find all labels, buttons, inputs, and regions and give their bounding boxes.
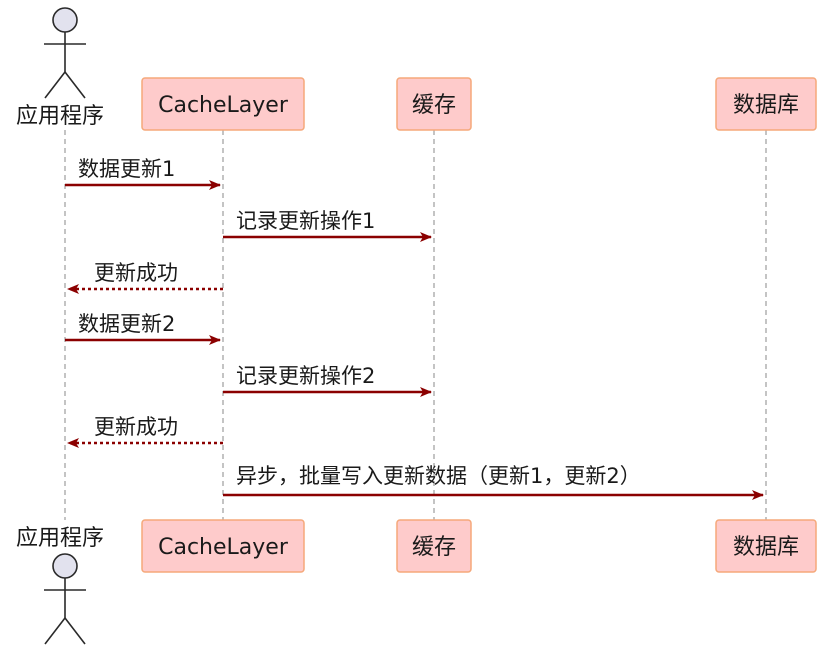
message-4: 数据更新2 [65, 312, 221, 345]
participant-cache-layer-top: CacheLayer [141, 77, 305, 131]
actor-app-top: 应用程序 [16, 7, 104, 129]
message-label: 更新成功 [94, 415, 178, 439]
message-5: 记录更新操作2 [223, 364, 432, 397]
message-label: 记录更新操作2 [236, 364, 375, 388]
message-label: 数据更新2 [78, 312, 175, 336]
participant-db-top: 数据库 [715, 77, 817, 131]
message-2: 记录更新操作1 [223, 209, 432, 242]
participant-db-bottom: 数据库 [715, 519, 817, 573]
participant-cache-bottom: 缓存 [396, 519, 472, 573]
actor-head-icon [52, 7, 78, 33]
message-label: 数据更新1 [78, 157, 175, 181]
message-6: 更新成功 [67, 415, 223, 448]
participant-cache-top: 缓存 [396, 77, 472, 131]
message-1: 数据更新1 [65, 157, 221, 190]
actor-head-icon [52, 553, 78, 579]
message-3: 更新成功 [67, 261, 223, 294]
participant-label-cache: 缓存 [412, 93, 456, 118]
participant-label-db: 数据库 [733, 535, 799, 560]
participant-cache-layer-bottom: CacheLayer [141, 519, 305, 573]
participant-label-db: 数据库 [733, 93, 799, 118]
message-label: 记录更新操作1 [236, 209, 375, 233]
message-label: 更新成功 [94, 261, 178, 285]
actor-label-app: 应用程序 [16, 104, 104, 129]
participant-label-cache-layer: CacheLayer [158, 535, 289, 560]
message-7: 异步，批量写入更新数据（更新1，更新2） [223, 464, 764, 500]
message-label: 异步，批量写入更新数据（更新1，更新2） [236, 464, 641, 488]
actor-app-bottom: 应用程序 [16, 526, 104, 645]
participant-label-cache: 缓存 [412, 535, 456, 560]
actor-label-app: 应用程序 [16, 526, 104, 551]
participant-label-cache-layer: CacheLayer [158, 93, 289, 118]
